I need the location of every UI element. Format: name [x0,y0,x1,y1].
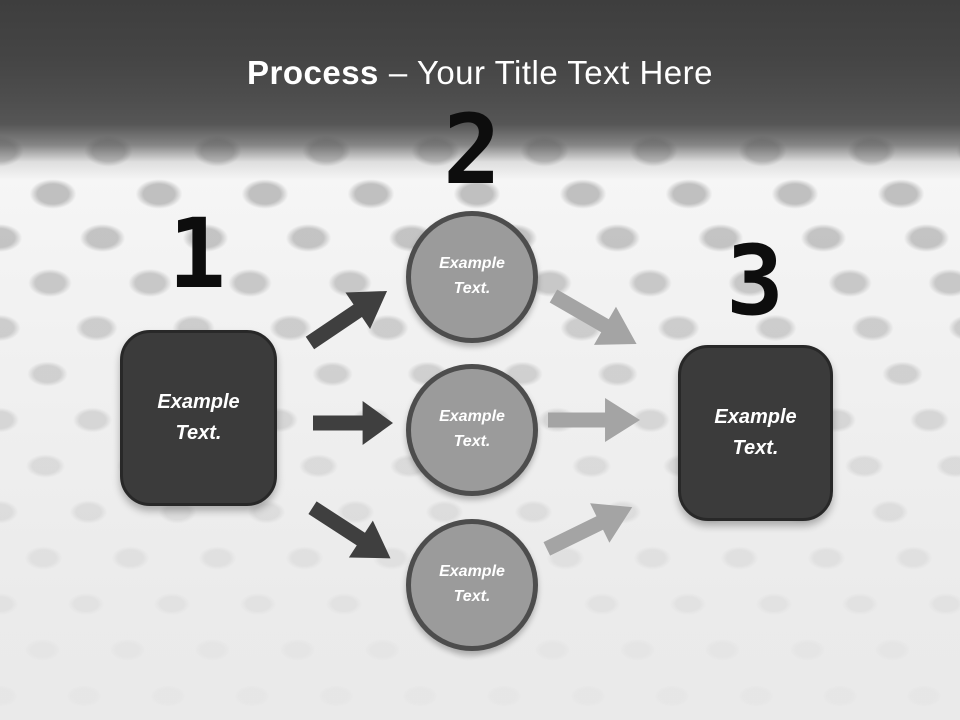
step-number-1: 1 [168,198,226,310]
slide-title-emphasis: Process [246,54,379,91]
slide-title: Process – Your Title Text Here [0,54,960,92]
step2-circle-top: Example Text. [406,211,538,343]
step1-box: Example Text. [120,330,277,506]
step-number-3: 3 [726,225,784,337]
step1-box-label: Example Text. [157,391,240,444]
arrow-dark-down-icon [308,501,391,559]
arrow-dark-up-icon [305,290,388,350]
step3-box: Example Text. [678,345,833,521]
step2-circle-middle-label: Example Text. [439,408,505,450]
step2-circle-top-label: Example Text. [439,255,505,297]
arrow-light-up-icon [543,503,633,556]
step2-circle-bottom: Example Text. [406,519,538,651]
step2-circle-bottom-label: Example Text. [439,563,505,605]
arrow-light-down-icon [549,289,637,345]
slide-title-rest: – Your Title Text Here [388,54,714,91]
arrow-dark-straight-icon [313,401,393,445]
step2-circle-middle: Example Text. [406,364,538,496]
title-banner [0,0,960,180]
step-number-2: 2 [443,94,501,206]
step3-box-label: Example Text. [714,406,797,459]
arrow-light-straight-icon [548,398,640,442]
